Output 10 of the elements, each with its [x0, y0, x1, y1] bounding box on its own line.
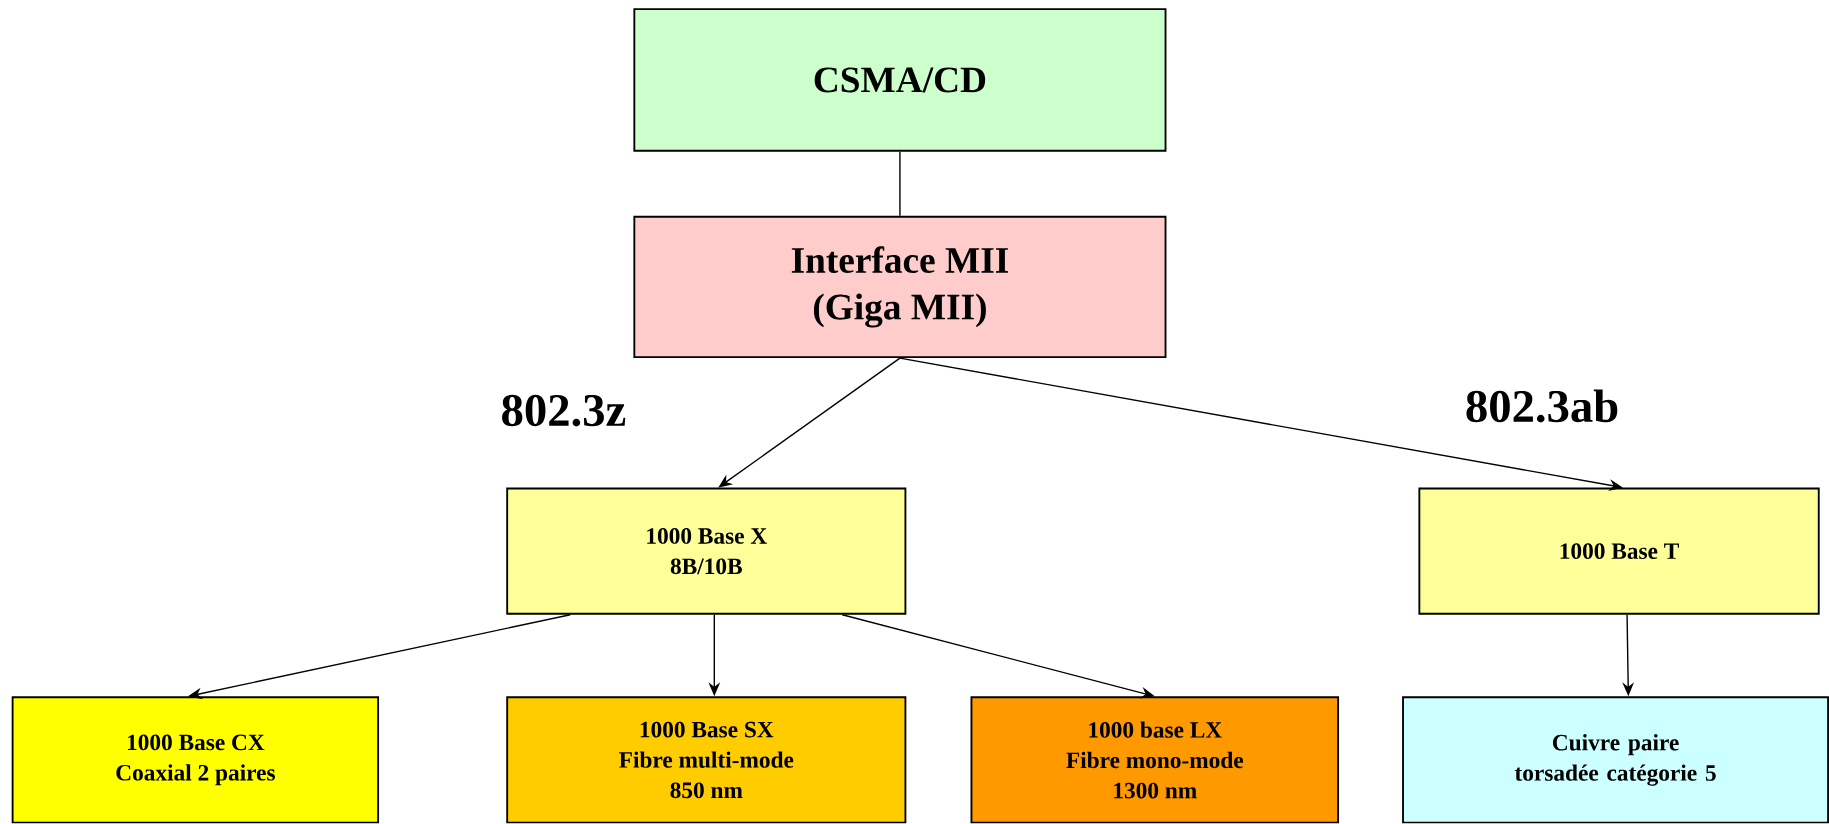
process-box: 1000 Base CX Coaxial 2 paires	[11, 696, 380, 824]
standard-label: 802.3z	[502, 395, 626, 427]
process-box: 1000 Base T	[1418, 487, 1820, 615]
process-box: 1000 base LX Fibre mono-mode 1300 nm	[970, 696, 1340, 824]
standard-label: 802.3ab	[1466, 389, 1618, 423]
process-box: Cuivre paire torsadée catégorie 5	[1402, 696, 1829, 824]
process-box: Interface MII (Giga MII)	[633, 216, 1167, 359]
process-box: 1000 Base SX Fibre multi-mode 850 nm	[506, 696, 907, 824]
process-box: CSMA/CD	[633, 8, 1167, 152]
process-box: 1000 Base X 8B/10B	[506, 487, 907, 615]
